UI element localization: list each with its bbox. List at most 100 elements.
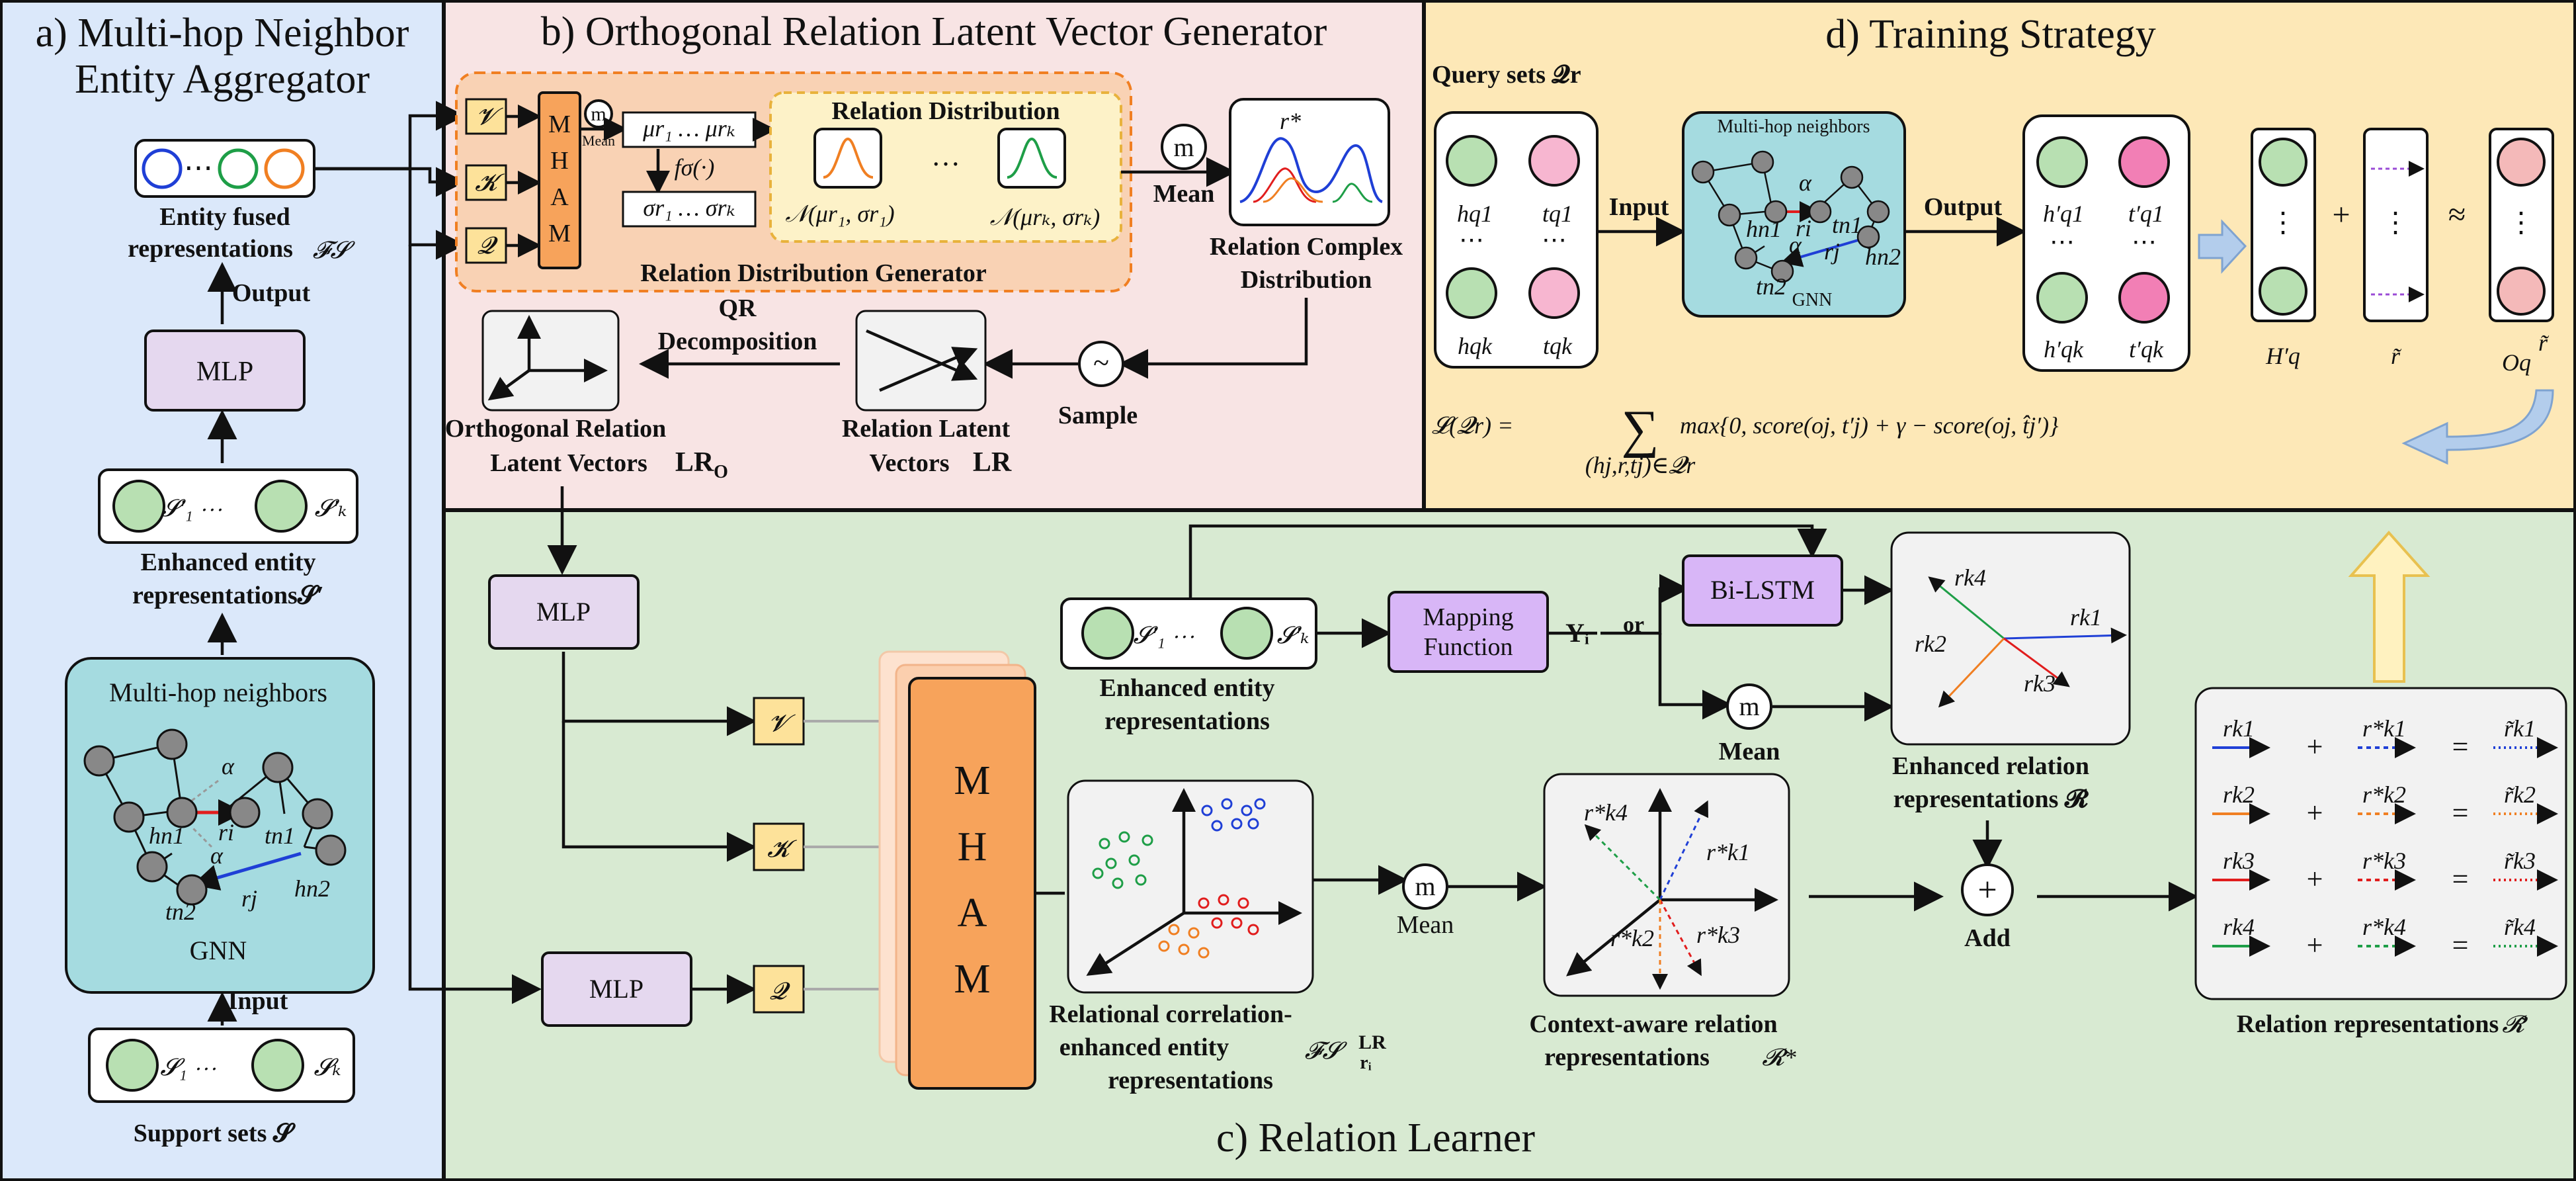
add-label: Add (1964, 924, 2011, 952)
output-label: Output (232, 279, 311, 307)
efr-line2: representations (128, 235, 293, 263)
car-2: representations (1544, 1043, 1710, 1071)
mean-b: Mean (1153, 180, 1215, 208)
alpha-d2: α (1789, 232, 1802, 258)
hn2-a: hn2 (294, 875, 330, 902)
enh-c-circle-1 (1081, 607, 1134, 660)
mhn-d: Multi-hop neighbors (1718, 116, 1870, 137)
dist-2-curve (1007, 137, 1058, 179)
ri-d: ri (1796, 215, 1811, 241)
row-eq: = (2452, 863, 2469, 895)
mlp-c2-label: MLP (589, 974, 644, 1004)
tqk: tqk (1543, 333, 1573, 359)
hq-circle-2 (2259, 267, 2307, 316)
rk1-arrow (2003, 627, 2127, 644)
rce-2: enhanced entity (1059, 1033, 1229, 1061)
row-plus: + (2307, 929, 2323, 961)
nodes-d (1691, 150, 1890, 283)
edge-alpha2 (190, 826, 213, 848)
panel-a-title-2: Entity Aggregator (75, 57, 370, 102)
car-box (1543, 773, 1790, 997)
mean-m-small: m (591, 103, 606, 125)
rce-3: representations (1108, 1067, 1273, 1094)
tqkp: t′qk (2129, 336, 2164, 363)
hq1: hq1 (1457, 200, 1493, 227)
efr-sym: 𝓕𝓢 (313, 237, 356, 263)
lr: LR (973, 447, 1012, 478)
enh-c-2: representations (1104, 707, 1270, 735)
q-small-label: 𝓠 (478, 232, 498, 259)
v-big (753, 697, 805, 746)
map-2: Function (1423, 633, 1513, 661)
rt-box (2363, 128, 2429, 322)
rs2: r*k2 (1610, 925, 1654, 951)
sup-label: Support sets 𝓢 (134, 1119, 296, 1147)
row-plus: + (2307, 730, 2323, 763)
hqk: hqk (1458, 333, 1493, 359)
rcd-1: Relation Complex (1210, 233, 1403, 261)
curved-arrow (2401, 389, 2554, 465)
mham-b-2: H (958, 824, 987, 869)
mean-c: Mean (1719, 738, 1780, 765)
q-circle-tk (1528, 267, 1580, 319)
sup1: 𝓢₁ ⋯ (160, 1054, 216, 1080)
oq-circle-1 (2497, 138, 2546, 187)
dist-1-curve (823, 137, 874, 179)
query-sets: Query sets 𝓠r (1432, 61, 1581, 89)
row-a-label: rk4 (2223, 914, 2255, 940)
ri-a: ri (218, 819, 234, 846)
row-b-label: r*k3 (2362, 848, 2406, 874)
o-dots-2: ⋯ (2132, 228, 2157, 256)
mhn-a: Multi-hop neighbors (109, 678, 327, 707)
panel-d-content: Query sets 𝓠r hq1 tq1 ⋯ ⋯ hqk tqk Input … (1432, 61, 2554, 478)
row-c-label: r̃k1 (2504, 715, 2536, 742)
q-circle-t1 (1528, 135, 1580, 187)
entity-dots: ⋯ (184, 152, 213, 184)
mu-label: μr₁ … μrₖ (642, 115, 735, 142)
rt-label: r̃ (2391, 343, 2402, 369)
q-dots-2: ⋯ (1542, 226, 1567, 254)
row-plus: + (2307, 797, 2323, 829)
sup-circle-1 (106, 1039, 159, 1092)
k-big (753, 822, 805, 871)
o-circle-h1 (2036, 136, 2088, 188)
o-circle-tk (2118, 272, 2170, 324)
oq-circle-2 (2497, 267, 2546, 316)
fat-arrow-right (2198, 219, 2247, 274)
orlv-box (481, 310, 620, 412)
sigma-box (622, 191, 757, 228)
enh-circle-2 (255, 480, 308, 533)
alpha-d: α (1799, 169, 1812, 196)
mham-small (538, 91, 581, 269)
hqkp: h′qk (2044, 336, 2084, 363)
rdg-label: Relation Distribution Generator (640, 259, 987, 287)
err-2: representations 𝓡 (1893, 785, 2089, 813)
row-c-label: r̃k2 (2504, 781, 2536, 808)
mean-circle-b (1161, 124, 1207, 170)
tq1p: t′q1 (2128, 200, 2164, 227)
v-small (465, 98, 507, 135)
rs1: r*k1 (1706, 839, 1750, 865)
input-d: Input (1609, 193, 1669, 221)
row-a-label: rk1 (2223, 715, 2255, 742)
hn2-d: hn2 (1865, 243, 1901, 270)
rs4: r*k4 (1584, 799, 1628, 826)
mean-small: Mean (582, 132, 615, 149)
orlv-1: Orthogonal Relation (445, 415, 667, 443)
lro-sub: O (714, 462, 728, 482)
mham-s-1: M (548, 110, 571, 138)
row-b-label: r*k4 (2362, 914, 2406, 940)
rt-dots: ⋮ (2382, 208, 2409, 238)
k-small (465, 164, 507, 201)
panel-c-title: c) Relation Learner (1216, 1115, 1535, 1160)
add-plus: + (1977, 871, 1997, 909)
mham-big (908, 677, 1036, 1090)
row-b-label: r*k1 (2362, 715, 2406, 742)
relrep-label: Relation representations (2237, 1010, 2499, 1038)
entity-circle-orange (264, 148, 305, 189)
rcd-curve-orange (1263, 177, 1323, 203)
enh-c-circle-2 (1220, 607, 1273, 660)
hn1-a: hn1 (149, 822, 185, 849)
